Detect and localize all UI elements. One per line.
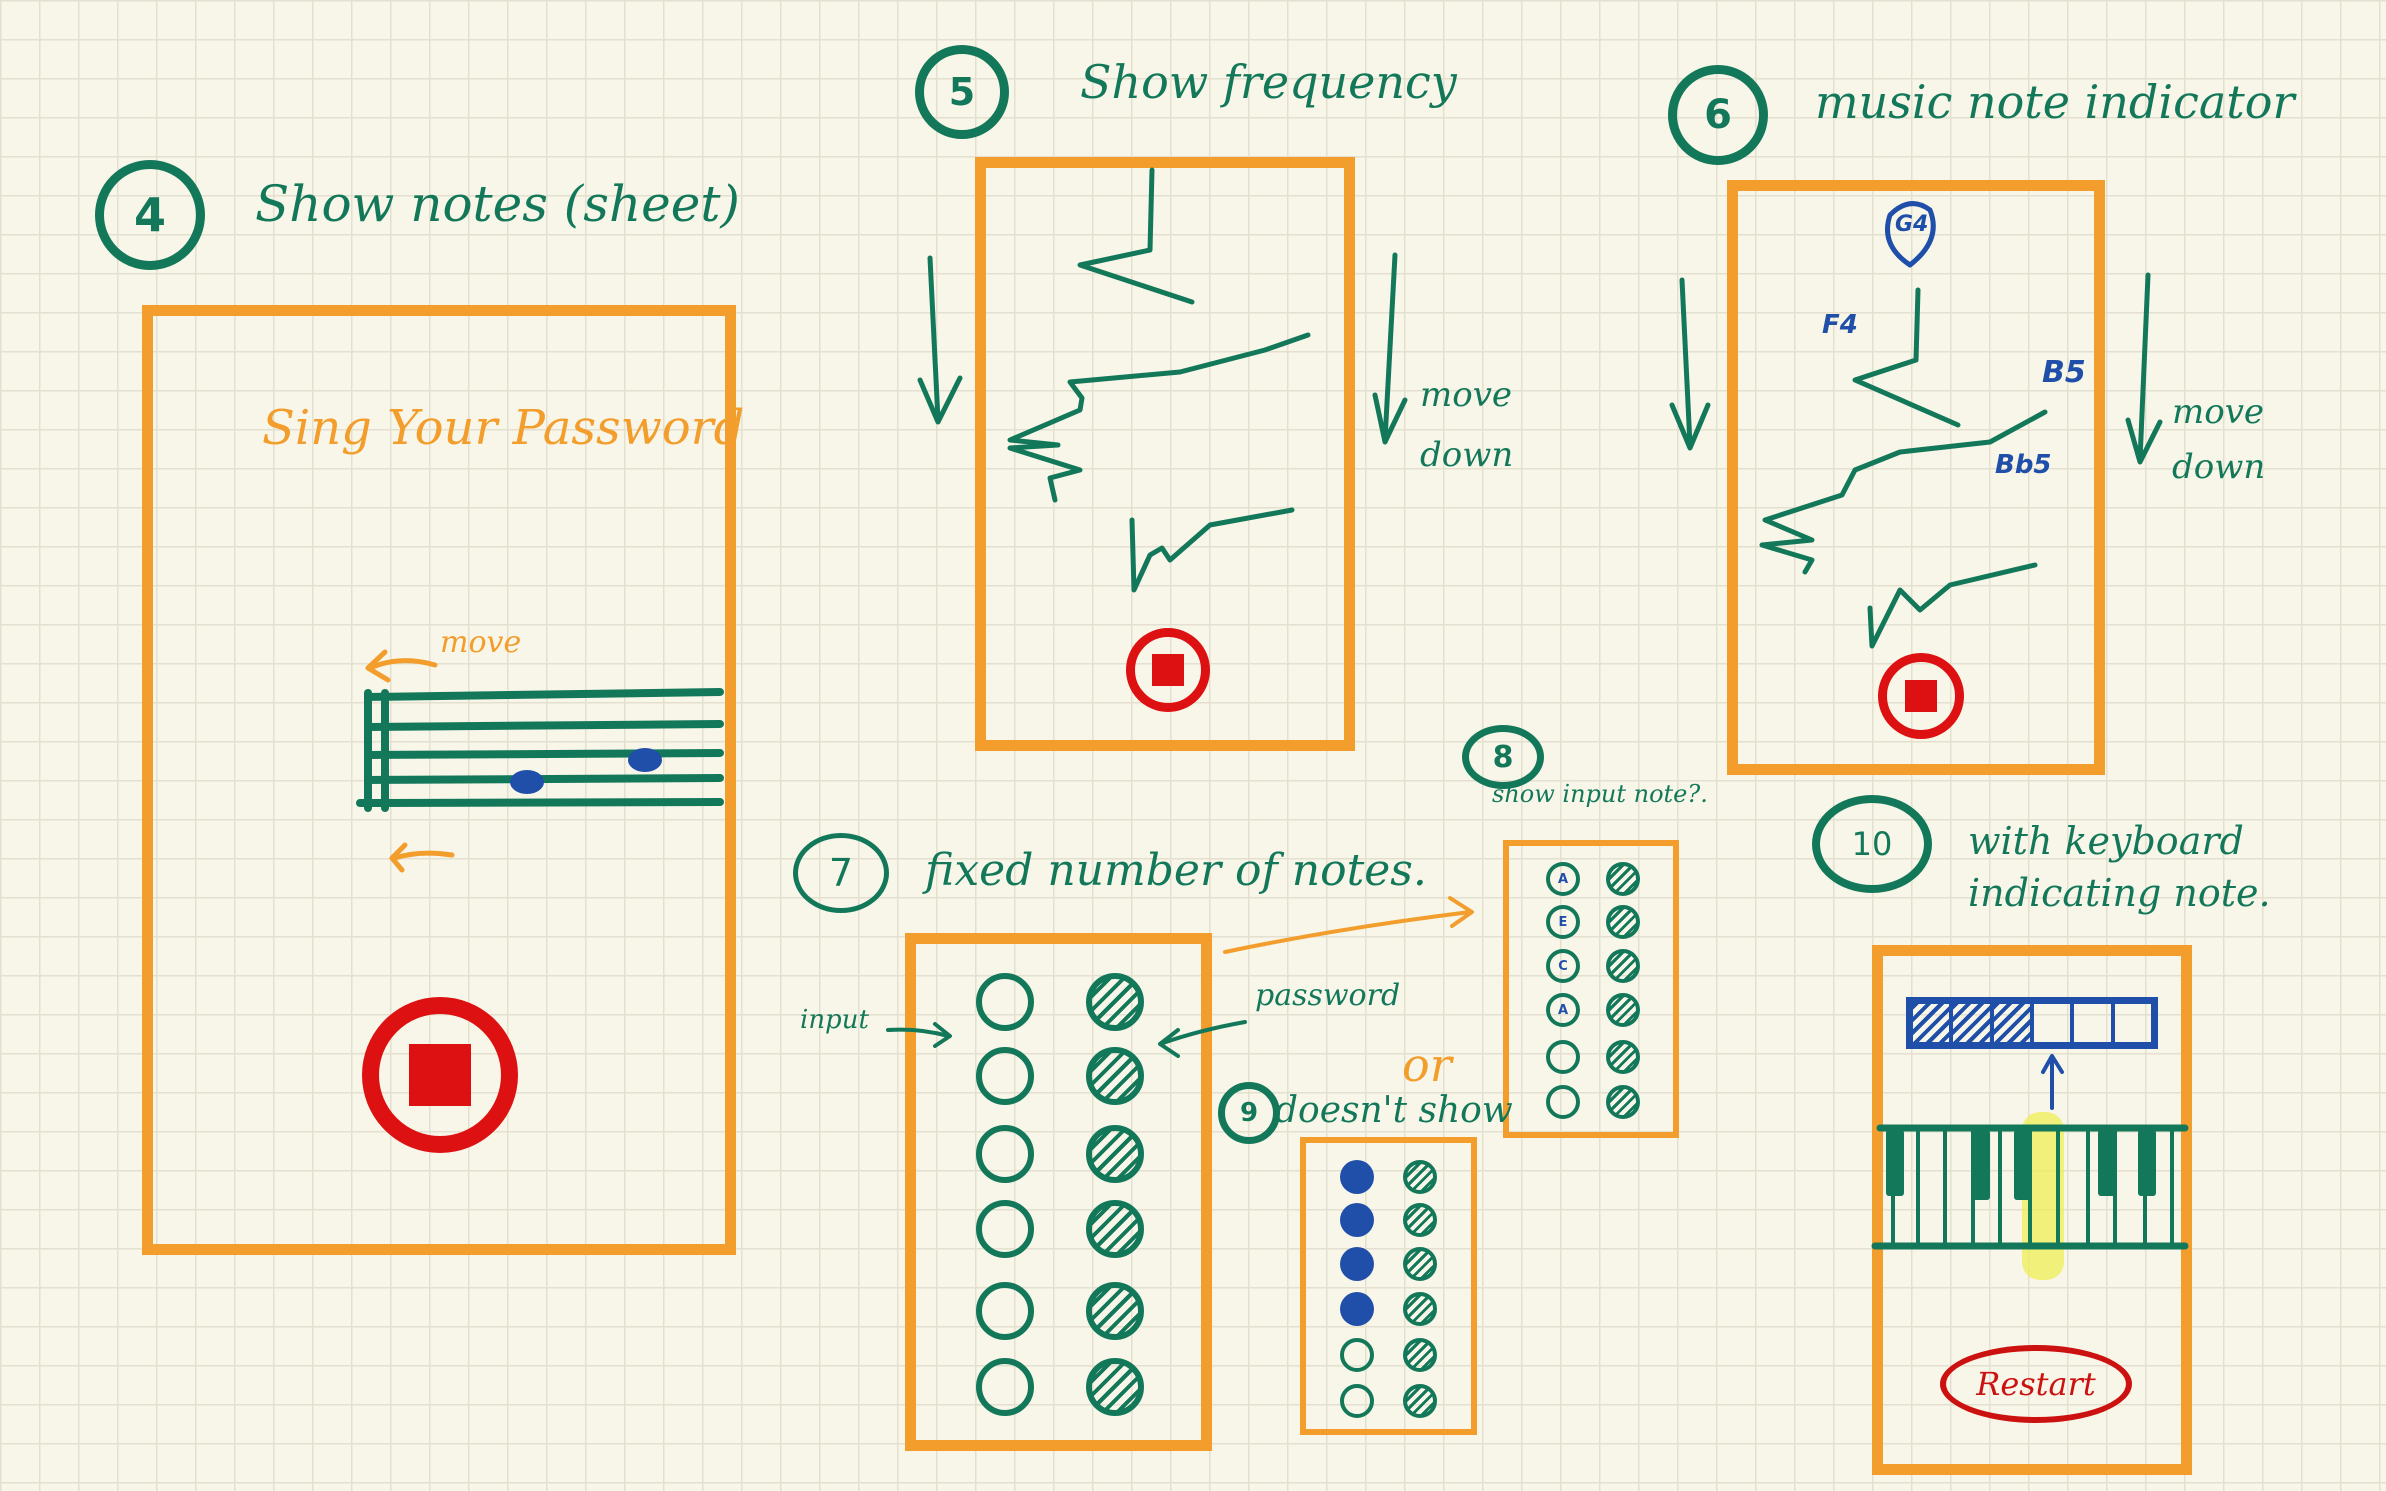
input-slot xyxy=(976,1282,1034,1340)
panel-10-title: with keyboard indicating note. xyxy=(1968,819,2271,915)
panel-8-number: 8 xyxy=(1462,725,1544,789)
password-note-slot xyxy=(1606,1085,1640,1119)
password-label: password xyxy=(1255,978,1401,1013)
staff-note-2 xyxy=(628,748,662,772)
empty-input-slot xyxy=(1340,1384,1374,1418)
input-note-slot xyxy=(1546,1040,1580,1074)
panel-5-title: Show frequency xyxy=(1080,55,1457,109)
panel-5-stop-button[interactable] xyxy=(1126,628,1210,712)
note-label-b: B5 xyxy=(2042,355,2086,390)
panel-6-title: music note indicator xyxy=(1815,75,2295,129)
filled-input-slot xyxy=(1340,1160,1374,1194)
password-slot xyxy=(1086,1200,1144,1258)
input-slot xyxy=(976,1125,1034,1183)
progress-cell-empty xyxy=(2115,1004,2151,1042)
restart-button[interactable]: Restart xyxy=(1940,1345,2132,1423)
password-note-slot xyxy=(1403,1384,1437,1418)
password-note-slot xyxy=(1403,1160,1437,1194)
note-progress-bar xyxy=(1906,997,2158,1049)
password-note-slot xyxy=(1403,1338,1437,1372)
filled-input-slot xyxy=(1340,1292,1374,1326)
panel-4-number: 4 xyxy=(95,160,205,270)
panel-7-title: fixed number of notes. xyxy=(925,845,1427,896)
password-slot xyxy=(1086,973,1144,1031)
progress-cell-empty xyxy=(2034,1004,2075,1042)
panel-7-phone-frame xyxy=(905,933,1212,1451)
panel-10-number: 10 xyxy=(1812,795,1932,893)
key-highlight xyxy=(2022,1112,2064,1280)
input-note-slot: C xyxy=(1546,949,1580,983)
sing-password-heading: Sing Your Password xyxy=(262,400,745,456)
password-slot xyxy=(1086,1358,1144,1416)
password-note-slot xyxy=(1606,862,1640,896)
password-note-slot xyxy=(1606,1040,1640,1074)
password-note-slot xyxy=(1606,949,1640,983)
panel-5-move-label: move down xyxy=(1420,375,1514,475)
panel-5-phone-frame xyxy=(975,157,1355,751)
or-label: or xyxy=(1402,1038,1452,1092)
panel-9-title: doesn't show xyxy=(1275,1090,1513,1131)
filled-input-slot xyxy=(1340,1203,1374,1237)
input-slot xyxy=(976,1200,1034,1258)
move-label: move xyxy=(440,625,522,660)
panel-9-number: 9 xyxy=(1218,1082,1280,1144)
panel-4-title: Show notes (sheet) xyxy=(255,175,740,233)
stop-square-icon xyxy=(1905,680,1937,712)
input-note-slot: A xyxy=(1546,862,1580,896)
progress-cell-filled xyxy=(1993,1004,2034,1042)
input-slot xyxy=(976,1358,1034,1416)
password-note-slot xyxy=(1606,905,1640,939)
panel-8-title: show input note?. xyxy=(1492,780,1708,808)
input-note-slot xyxy=(1546,1085,1580,1119)
panel-6-stop-button[interactable] xyxy=(1878,653,1964,739)
progress-cell-filled xyxy=(1913,1004,1954,1042)
password-note-slot xyxy=(1403,1247,1437,1281)
panel-4-phone-frame xyxy=(142,305,736,1255)
staff-note-1 xyxy=(510,770,544,794)
panel-6-phone-frame xyxy=(1727,180,2105,775)
panel-4-stop-button[interactable] xyxy=(362,997,518,1153)
password-slot xyxy=(1086,1125,1144,1183)
filled-input-slot xyxy=(1340,1247,1374,1281)
progress-cell-filled xyxy=(1953,1004,1994,1042)
input-note-slot: E xyxy=(1546,905,1580,939)
panel-5-number: 5 xyxy=(915,45,1009,139)
note-label-f: F4 xyxy=(1822,310,1858,340)
panel-6-move-label: move down xyxy=(2172,392,2266,487)
panel-8-phone-frame xyxy=(1503,840,1679,1138)
note-label-top: G4 xyxy=(1895,212,1929,237)
progress-cell-empty xyxy=(2074,1004,2115,1042)
password-note-slot xyxy=(1403,1292,1437,1326)
input-slot xyxy=(976,973,1034,1031)
stop-square-icon xyxy=(409,1044,471,1106)
note-label-bb: Bb5 xyxy=(1995,450,2052,480)
empty-input-slot xyxy=(1340,1338,1374,1372)
input-label: input xyxy=(800,1005,869,1035)
password-slot xyxy=(1086,1282,1144,1340)
input-note-slot: A xyxy=(1546,993,1580,1027)
input-slot xyxy=(976,1047,1034,1105)
stop-square-icon xyxy=(1152,654,1184,686)
password-note-slot xyxy=(1606,993,1640,1027)
panel-10-phone-frame xyxy=(1872,945,2192,1475)
panel-6-number: 6 xyxy=(1668,65,1768,165)
password-note-slot xyxy=(1403,1203,1437,1237)
panel-9-phone-frame xyxy=(1300,1137,1477,1435)
password-slot xyxy=(1086,1047,1144,1105)
panel-7-number: 7 xyxy=(793,833,889,913)
